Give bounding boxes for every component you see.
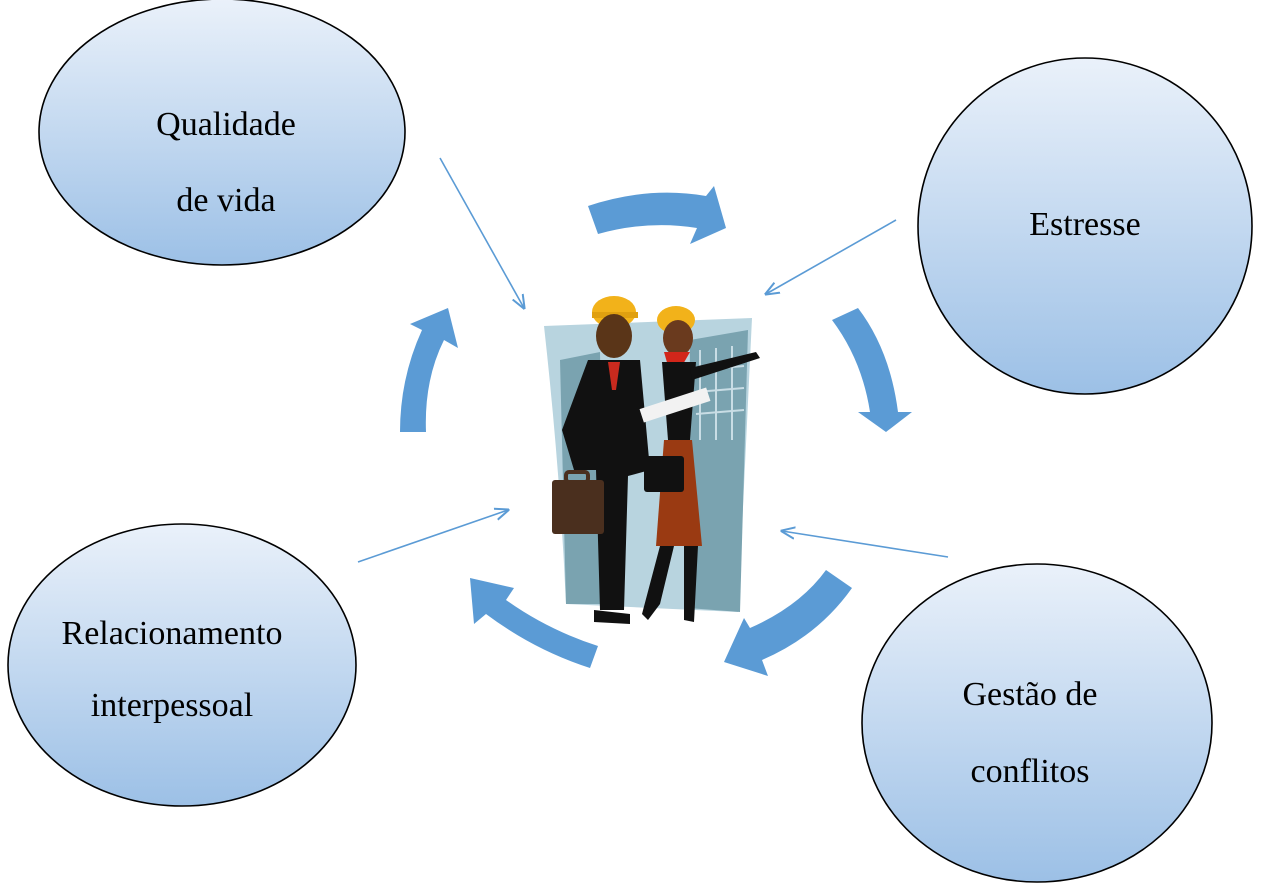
cycle-arrows bbox=[400, 186, 912, 676]
cycle-arrow-top bbox=[588, 186, 726, 244]
node-qualidade-de-vida: Qualidade de vida bbox=[38, 0, 406, 266]
node-bubble bbox=[917, 57, 1253, 395]
node-label-line: interpessoal bbox=[91, 687, 253, 724]
cycle-arrow-bottom-left bbox=[470, 578, 598, 668]
business-people-illustration bbox=[544, 296, 760, 624]
node-bubble bbox=[7, 523, 357, 807]
node-gestao-de-conflitos: Gestão de conflitos bbox=[861, 563, 1213, 883]
node-label-line: Gestão de bbox=[962, 676, 1097, 713]
shirt-tie bbox=[608, 362, 620, 390]
connector-arrow-gestao bbox=[782, 531, 949, 558]
node-label-line: de vida bbox=[176, 182, 275, 219]
node-label-line: Relacionamento bbox=[62, 615, 283, 652]
face bbox=[663, 320, 693, 356]
briefcase bbox=[552, 480, 604, 534]
node-estresse: Estresse bbox=[917, 57, 1253, 395]
cycle-arrow-right bbox=[832, 308, 912, 432]
node-label-line: conflitos bbox=[971, 753, 1090, 790]
cycle-arrow-left bbox=[400, 308, 458, 432]
connector-arrow-estresse bbox=[766, 219, 897, 294]
connector-arrow-relacionamento bbox=[357, 510, 508, 563]
rolled-plans bbox=[639, 387, 711, 423]
node-bubble bbox=[861, 563, 1213, 883]
man-figure bbox=[552, 296, 650, 624]
legs bbox=[642, 546, 698, 622]
node-relacionamento-interpessoal: Relacionamento interpessoal bbox=[7, 523, 357, 807]
cycle-arrow-bottom-right bbox=[724, 570, 852, 676]
handbag bbox=[644, 456, 684, 492]
suit-jacket bbox=[562, 360, 650, 610]
node-bubble bbox=[38, 0, 406, 266]
connector-arrow-qualidade bbox=[439, 157, 524, 308]
woman-figure bbox=[639, 306, 760, 622]
node-label-line: Qualidade bbox=[156, 106, 296, 143]
node-label-line: Estresse bbox=[1029, 206, 1140, 243]
face bbox=[596, 314, 632, 358]
pointing-arm bbox=[690, 352, 760, 380]
